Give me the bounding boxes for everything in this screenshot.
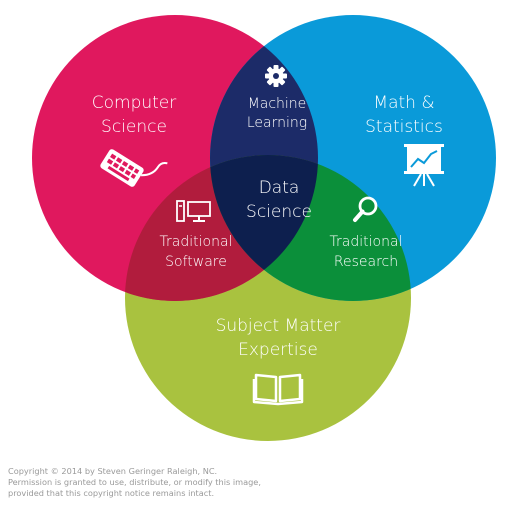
math-statistics-label-line2: Statistics [365, 117, 443, 137]
subject-matter-label-line2: Expertise [238, 340, 318, 360]
subject-matter-label-line1: Subject Matter [216, 316, 341, 336]
open-book-icon [252, 373, 304, 406]
permission-line: Permission is granted to use, distribute… [8, 477, 261, 487]
copyright-notice: Copyright © 2014 by Steven Geringer Rale… [8, 466, 338, 499]
computer-icon [176, 200, 211, 222]
computer-science-label-line1: Computer [92, 93, 177, 113]
math-statistics-label-line1: Math & [373, 93, 434, 113]
machine-learning-label-line2: Learning [247, 115, 307, 131]
notice-line: provided that this copyright notice rema… [8, 488, 215, 498]
traditional-research-label-line1: Traditional [330, 234, 403, 250]
gear-icon [265, 65, 287, 87]
machine-learning-label-line1: Machine [248, 96, 307, 112]
data-science-label-line1: Data [259, 178, 300, 198]
data-science-label-line2: Science [246, 202, 312, 222]
traditional-software-label-line2: Software [165, 254, 227, 270]
keyboard-icon [100, 149, 168, 187]
traditional-research-label-line2: Research [334, 254, 398, 270]
traditional-software-label-line1: Traditional [160, 234, 233, 250]
presentation-chart-icon [404, 144, 444, 187]
copyright-line: Copyright © 2014 by Steven Geringer Rale… [8, 466, 218, 476]
computer-science-label-line2: Science [101, 117, 167, 137]
magnifier-icon [353, 196, 378, 222]
